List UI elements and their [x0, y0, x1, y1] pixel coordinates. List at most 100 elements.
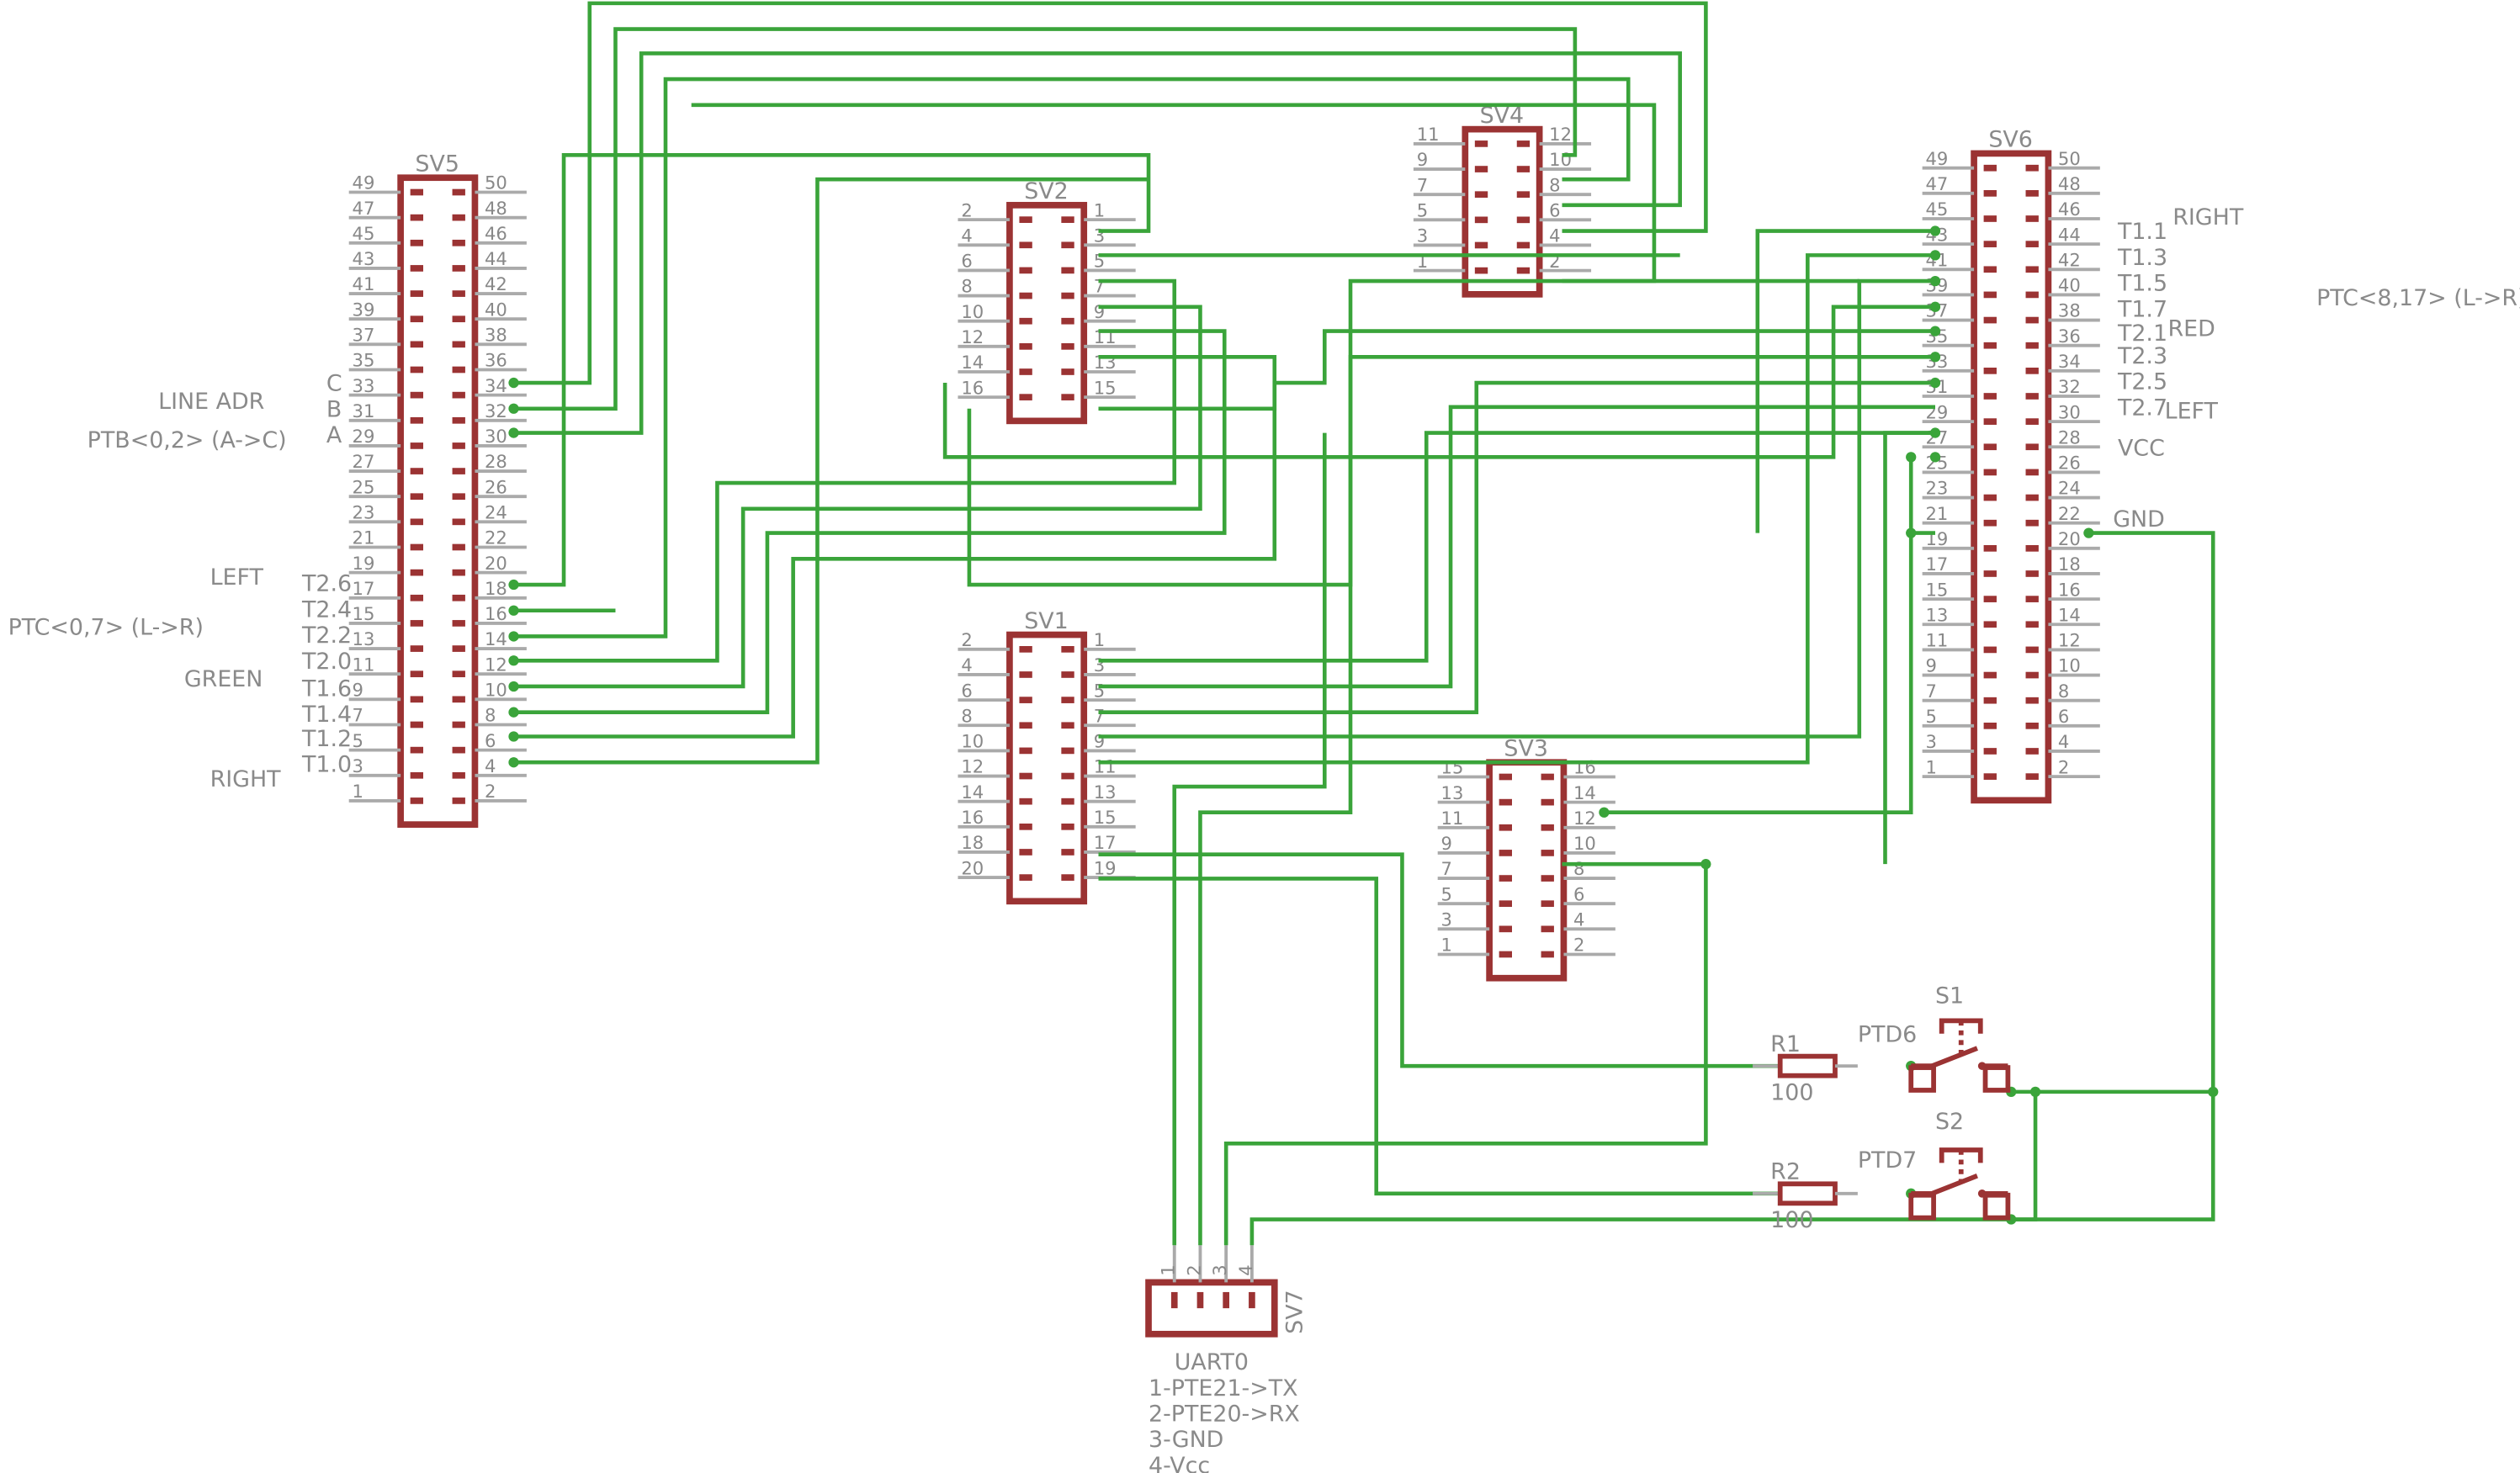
pin-number: 15: [1094, 377, 1117, 398]
junction-dot: [1906, 452, 1917, 463]
s2-label: S2: [1935, 1109, 1964, 1135]
junction-dot: [508, 605, 519, 616]
t17-label: T1.7: [2117, 296, 2167, 322]
uart-pin4-label: 4-Vcc: [1149, 1453, 1210, 1473]
pin-number: 30: [2058, 401, 2081, 422]
uart-label: UART0: [1175, 1349, 1249, 1375]
t24-label: T2.4: [301, 596, 352, 623]
pin-number: 12: [1549, 124, 1572, 145]
junction-dot: [508, 757, 519, 768]
pin-number: 24: [485, 502, 507, 523]
pin-number: 7: [1925, 681, 1936, 702]
pin-number: 12: [961, 756, 984, 777]
t15-label: T1.5: [2117, 271, 2167, 297]
r1-label: R1: [1770, 1031, 1801, 1057]
header-body: [1971, 150, 2052, 804]
pin-number: 28: [485, 451, 507, 472]
pin-number: 3: [1094, 225, 1105, 246]
pin-number: 10: [961, 731, 984, 752]
pin-number: 11: [1925, 630, 1948, 651]
junction-dot: [2208, 1086, 2219, 1098]
resistor-r2: [1753, 1181, 1858, 1206]
pin-number: 14: [485, 628, 507, 649]
pin-number: 44: [485, 248, 507, 269]
junction-dot: [1929, 301, 1941, 312]
t20-label: T2.0: [301, 649, 352, 675]
pin-number: 5: [1925, 706, 1936, 727]
pin-number: 12: [2058, 630, 2081, 651]
pin-number: 2: [485, 781, 496, 802]
pin-number: 4: [485, 755, 496, 776]
pin-number: 6: [2058, 706, 2069, 727]
t14-label: T1.4: [301, 702, 352, 728]
wire: [1883, 431, 1936, 865]
wire: [513, 1, 1708, 385]
pin-number: 11: [1094, 756, 1117, 777]
pin-number: 1: [1158, 1264, 1179, 1275]
t16-label: T1.6: [301, 676, 352, 702]
pin-number: 3: [1209, 1264, 1230, 1275]
junction-dot: [508, 681, 519, 692]
t10-label: T1.0: [301, 752, 352, 778]
junction-dot: [1599, 807, 1610, 818]
pin-number: 35: [353, 350, 375, 371]
pin-number: 19: [1094, 857, 1117, 878]
pin-number: 16: [961, 807, 984, 828]
pin-number: 33: [353, 375, 375, 396]
pin-number: 42: [485, 273, 507, 294]
pin-number: 48: [2058, 173, 2081, 194]
pin-number: 3: [1094, 654, 1105, 676]
wire: [942, 305, 1936, 459]
pin-number: 5: [1441, 883, 1452, 904]
pin-number: 16: [2058, 579, 2081, 600]
header-name: SV6: [1988, 127, 2033, 153]
label-c: C: [326, 371, 342, 397]
pin-number: 4: [2058, 731, 2069, 752]
wire: [513, 329, 1227, 715]
t27-label: T2.7: [2117, 395, 2167, 421]
pin-number: 46: [2058, 199, 2081, 220]
pin-number: 16: [485, 603, 507, 624]
header-body: [397, 174, 479, 828]
switch-s1: [1908, 1018, 2011, 1093]
junction-dot: [508, 707, 519, 718]
pin-number: 3: [1441, 909, 1452, 930]
pin-number: 6: [961, 680, 972, 701]
pin-number: 3: [353, 755, 363, 776]
pin-number: 43: [353, 248, 375, 269]
wire: [1098, 405, 1936, 689]
header-name: SV5: [415, 151, 459, 178]
junction-dot: [508, 731, 519, 742]
pin-number: 21: [353, 527, 375, 548]
pin-number: 40: [2058, 275, 2081, 296]
junction-dot: [1929, 452, 1941, 463]
junction-dot: [1929, 275, 1941, 287]
pin-number: 6: [961, 251, 972, 272]
ptd6-label: PTD6: [1858, 1021, 1917, 1047]
ptd7-label: PTD7: [1858, 1147, 1917, 1174]
pin-number: 25: [353, 476, 375, 497]
pin-number: 6: [485, 730, 496, 751]
wire: [1249, 531, 2215, 1246]
pin-number: 5: [1417, 199, 1428, 220]
wire: [1223, 861, 1708, 1246]
pin-number: 49: [1925, 148, 1948, 169]
pin-number: 1: [353, 781, 363, 802]
header-body: [1486, 759, 1568, 982]
s1-label: S1: [1935, 983, 1964, 1009]
wire: [513, 153, 1151, 587]
pin-number: 23: [353, 502, 375, 523]
pin-number: 4: [961, 654, 972, 676]
pin-number: 14: [961, 352, 984, 373]
junction-dot: [1929, 352, 1941, 363]
green-label: GREEN: [184, 666, 263, 692]
wire: [1098, 431, 1936, 663]
junction-dot: [508, 655, 519, 666]
pin-number: 14: [2058, 604, 2081, 625]
pin-number: 17: [1094, 832, 1117, 853]
pin-number: 42: [2058, 249, 2081, 270]
pin-number: 1: [1094, 199, 1105, 220]
pin-number: 5: [1094, 680, 1105, 701]
pin-number: 9: [353, 680, 363, 701]
